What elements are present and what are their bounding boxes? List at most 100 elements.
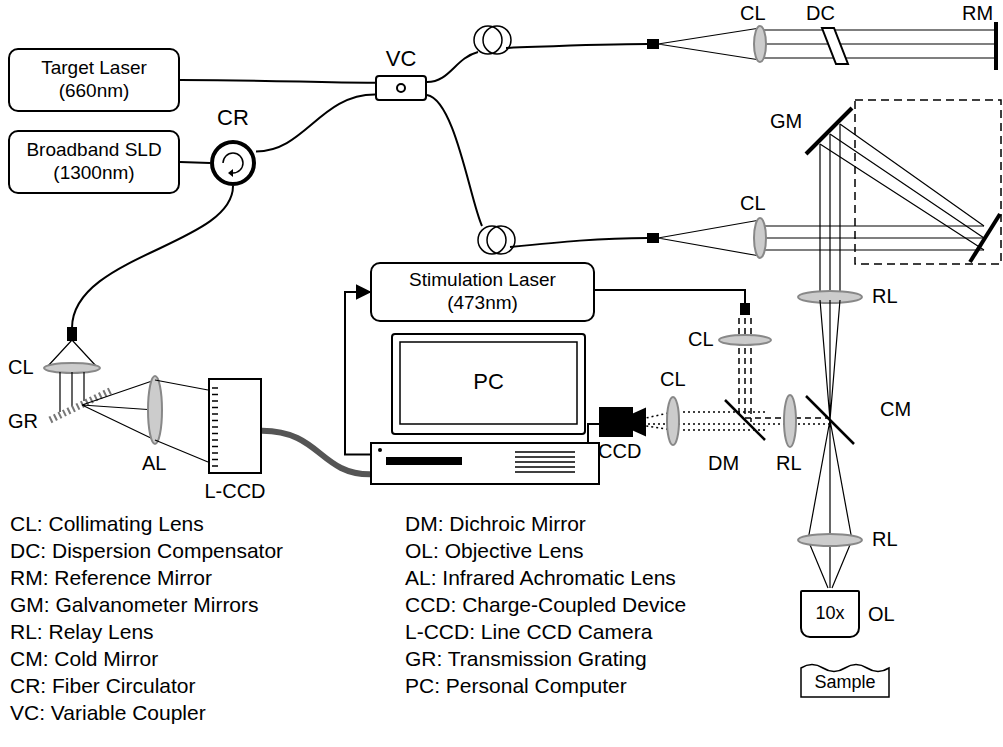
- sensor-pixel: [212, 400, 218, 402]
- sensor-pixel: [212, 426, 218, 428]
- galvo-box: [855, 100, 1001, 264]
- part-label: CL: [740, 192, 766, 214]
- sensor-pixel: [212, 439, 218, 441]
- abbreviation-key: L-CCD: Line CCD Camera: [405, 621, 652, 643]
- fiber-end: [648, 234, 658, 242]
- part-label: AL: [142, 452, 166, 474]
- part-label: RL: [872, 285, 898, 307]
- galvo-mirror: [970, 214, 1000, 262]
- part-label: RL: [776, 452, 802, 474]
- part-label: GM: [770, 110, 802, 132]
- part-label: CL: [660, 368, 686, 390]
- abbreviation-key: VC: Variable Coupler: [10, 702, 206, 724]
- part-label: OL: [868, 603, 895, 625]
- sensor-pixel: [212, 407, 218, 409]
- sample-node: Sample: [800, 660, 890, 698]
- power-led: [378, 448, 382, 452]
- sensor-pixel: [212, 459, 218, 461]
- lccd-node: L-CCD: [208, 378, 262, 474]
- node-heading: L-CCD: [204, 480, 265, 502]
- circulator-arrow-head: [228, 169, 233, 177]
- part-label: RM: [962, 2, 993, 24]
- box-node: Target Laser (660nm): [8, 48, 180, 112]
- vent-grille: [515, 471, 575, 473]
- lens: [754, 26, 766, 62]
- drive-slot: [386, 457, 462, 465]
- ccd-camera-lens: [632, 409, 645, 435]
- abbreviation-key: RL: Relay Lens: [10, 621, 154, 643]
- node-text: PC: [392, 369, 585, 395]
- part-label: CL: [740, 2, 766, 24]
- part-label: CL: [688, 328, 714, 350]
- light-beam: [820, 124, 984, 250]
- reference-mirror: [994, 22, 998, 70]
- fiber-coil: [483, 26, 511, 54]
- part-label: CM: [880, 398, 911, 420]
- light-beam: [760, 30, 994, 58]
- sample-outline: [801, 665, 889, 698]
- abbreviation-key: RM: Reference Mirror: [10, 567, 212, 589]
- fiber-end: [741, 304, 749, 314]
- light-ray: [82, 380, 155, 440]
- part-label: DC: [806, 2, 835, 24]
- abbreviation-key: GM: Galvanometer Mirrors: [10, 594, 259, 616]
- sensor-pixel: [212, 413, 218, 415]
- light-beam: [820, 300, 840, 420]
- abbreviation-key: DM: Dichroic Mirror: [405, 513, 586, 535]
- abbreviation-key: CCD: Charge-Coupled Device: [405, 594, 686, 616]
- abbreviation-key: GR: Transmission Grating: [405, 648, 647, 670]
- sensor-pixel: [212, 387, 218, 389]
- node-text: 10x: [815, 603, 844, 625]
- node-heading: VC: [386, 47, 417, 71]
- fiber-end: [648, 40, 658, 48]
- vc-node: VC: [375, 75, 427, 101]
- abbreviation-key: OL: Objective Lens: [405, 540, 584, 562]
- fiber-end: [68, 328, 76, 340]
- relay-lens: [784, 395, 796, 447]
- node-text: Sample: [800, 672, 890, 694]
- vent-grille: [515, 466, 575, 468]
- fiber: [595, 290, 745, 304]
- ol-node: 10x: [800, 590, 860, 638]
- part-label: RL: [872, 528, 898, 550]
- part-label: DM: [708, 452, 739, 474]
- fiber: [427, 52, 478, 82]
- circulator-symbol: [214, 144, 252, 182]
- lens: [719, 335, 771, 345]
- monitor: [392, 334, 585, 434]
- abbreviation-key: CM: Cold Mirror: [10, 648, 158, 670]
- sensor-pixel: [212, 420, 218, 422]
- sensor-pixel: [212, 394, 218, 396]
- light-ray: [658, 220, 760, 256]
- dispersion-compensator: [822, 28, 848, 64]
- fiber: [72, 186, 233, 328]
- abbreviation-key: CR: Fiber Circulator: [10, 675, 196, 697]
- light-ray: [658, 28, 760, 60]
- pc-node: PC: [370, 333, 600, 485]
- node-text: Stimulation Laser (473nm): [395, 269, 570, 315]
- vent-grille: [515, 451, 575, 453]
- part-label: CCD: [598, 440, 641, 462]
- abbreviation-key: PC: Personal Computer: [405, 675, 627, 697]
- abbreviation-key: DC: Dispersion Compensator: [10, 540, 283, 562]
- circle-node: CR: [210, 140, 256, 186]
- fiber: [510, 238, 648, 247]
- abbreviation-key: CL: Collimating Lens: [10, 513, 204, 535]
- computer-case: [371, 443, 599, 484]
- achromatic-lens: [148, 376, 162, 444]
- light-ray: [155, 380, 208, 462]
- dichroic-mirror: [725, 400, 765, 440]
- galvo-mirror: [806, 108, 852, 154]
- lens: [667, 397, 679, 445]
- fiber: [180, 162, 210, 163]
- box-node: Broadband SLD (1300nm): [8, 130, 180, 194]
- lens: [44, 363, 100, 373]
- line-ccd-sensor: [210, 380, 260, 472]
- node-heading: CR: [217, 106, 249, 130]
- box-node: Stimulation Laser (473nm): [370, 262, 595, 322]
- light-beam: [760, 226, 984, 250]
- ccd-camera: [600, 408, 632, 436]
- data-cable: [262, 431, 370, 475]
- fiber-coil: [487, 226, 515, 254]
